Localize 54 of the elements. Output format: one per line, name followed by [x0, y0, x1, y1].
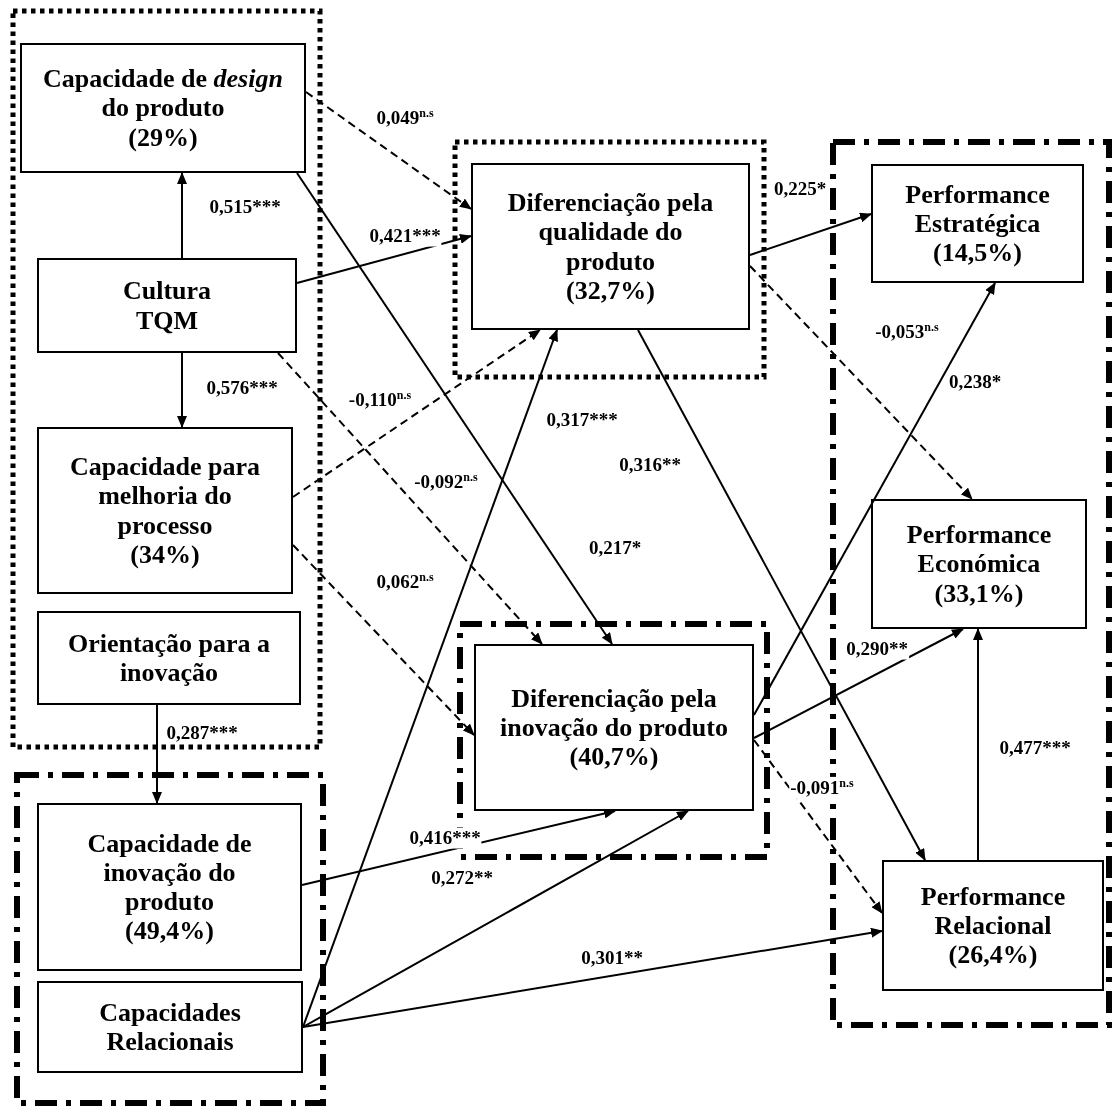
construct-box — [871, 499, 1087, 629]
arrow — [152, 704, 162, 804]
construct-box — [871, 164, 1084, 283]
arrow — [296, 234, 472, 284]
percentage-text: (32,7%) — [566, 275, 655, 305]
arrow — [749, 212, 872, 256]
construct-box — [882, 860, 1104, 991]
construct-box — [471, 163, 750, 330]
arrow — [177, 172, 187, 259]
arrow — [296, 172, 613, 645]
construct-box — [37, 803, 302, 971]
dotted-group-frame — [10, 8, 323, 750]
construct-name: Diferenciação pela qualidade do produto — [506, 188, 715, 276]
edge-label: -0,091$^{n.s}$ — [789, 776, 855, 800]
construct-name: Capacidade para melhoria do processo — [69, 452, 261, 540]
dashed-arrow — [292, 544, 475, 736]
percentage-text: (34%) — [130, 539, 200, 569]
arrow — [637, 329, 926, 861]
construct-box — [20, 43, 306, 173]
dash-dot-group-frame — [14, 772, 326, 1106]
dashed-arrow — [277, 352, 543, 645]
construct-name: Performance Económica — [905, 520, 1053, 579]
percentage-text: (26,4%) — [948, 940, 1038, 970]
construct-box — [474, 644, 754, 811]
arrow — [177, 352, 187, 428]
dashed-arrow — [753, 739, 883, 914]
percentage-text: (14,5%) — [933, 238, 1022, 268]
construct-name: Cultura TQM — [121, 276, 213, 335]
construct-name: Capacidades Relacionais — [98, 997, 242, 1057]
percentage-text: (33,1%) — [934, 578, 1024, 608]
percentage-text: (29%) — [128, 122, 198, 152]
dotted-group-frame — [452, 139, 767, 380]
arrow — [302, 810, 689, 1028]
construct-name: Capacidade de design do produto — [42, 64, 284, 123]
edge-label: 0,416*** — [408, 827, 482, 849]
construct-box — [37, 611, 301, 705]
construct-box — [37, 258, 297, 353]
arrow — [302, 329, 558, 1028]
percentage-text: (49,4%) — [125, 916, 214, 946]
dashed-arrow — [292, 329, 541, 498]
construct-name: Diferenciação pela inovação do produto — [499, 683, 729, 743]
construct-name: Capacidade de inovação do produto — [86, 828, 253, 917]
arrow — [302, 927, 883, 1028]
construct-name: Performance Estratégica — [904, 179, 1051, 239]
construct-name: Performance Relacional — [919, 881, 1067, 941]
arrow — [753, 282, 996, 716]
arrow — [301, 808, 616, 886]
construct-box — [37, 981, 303, 1073]
construct-box — [37, 427, 293, 594]
arrow — [753, 628, 964, 739]
percentage-text: (40,7%) — [569, 742, 659, 772]
dashed-arrow — [749, 265, 973, 500]
arrow — [973, 628, 983, 861]
construct-name: Orientação para a inovação — [66, 628, 272, 688]
